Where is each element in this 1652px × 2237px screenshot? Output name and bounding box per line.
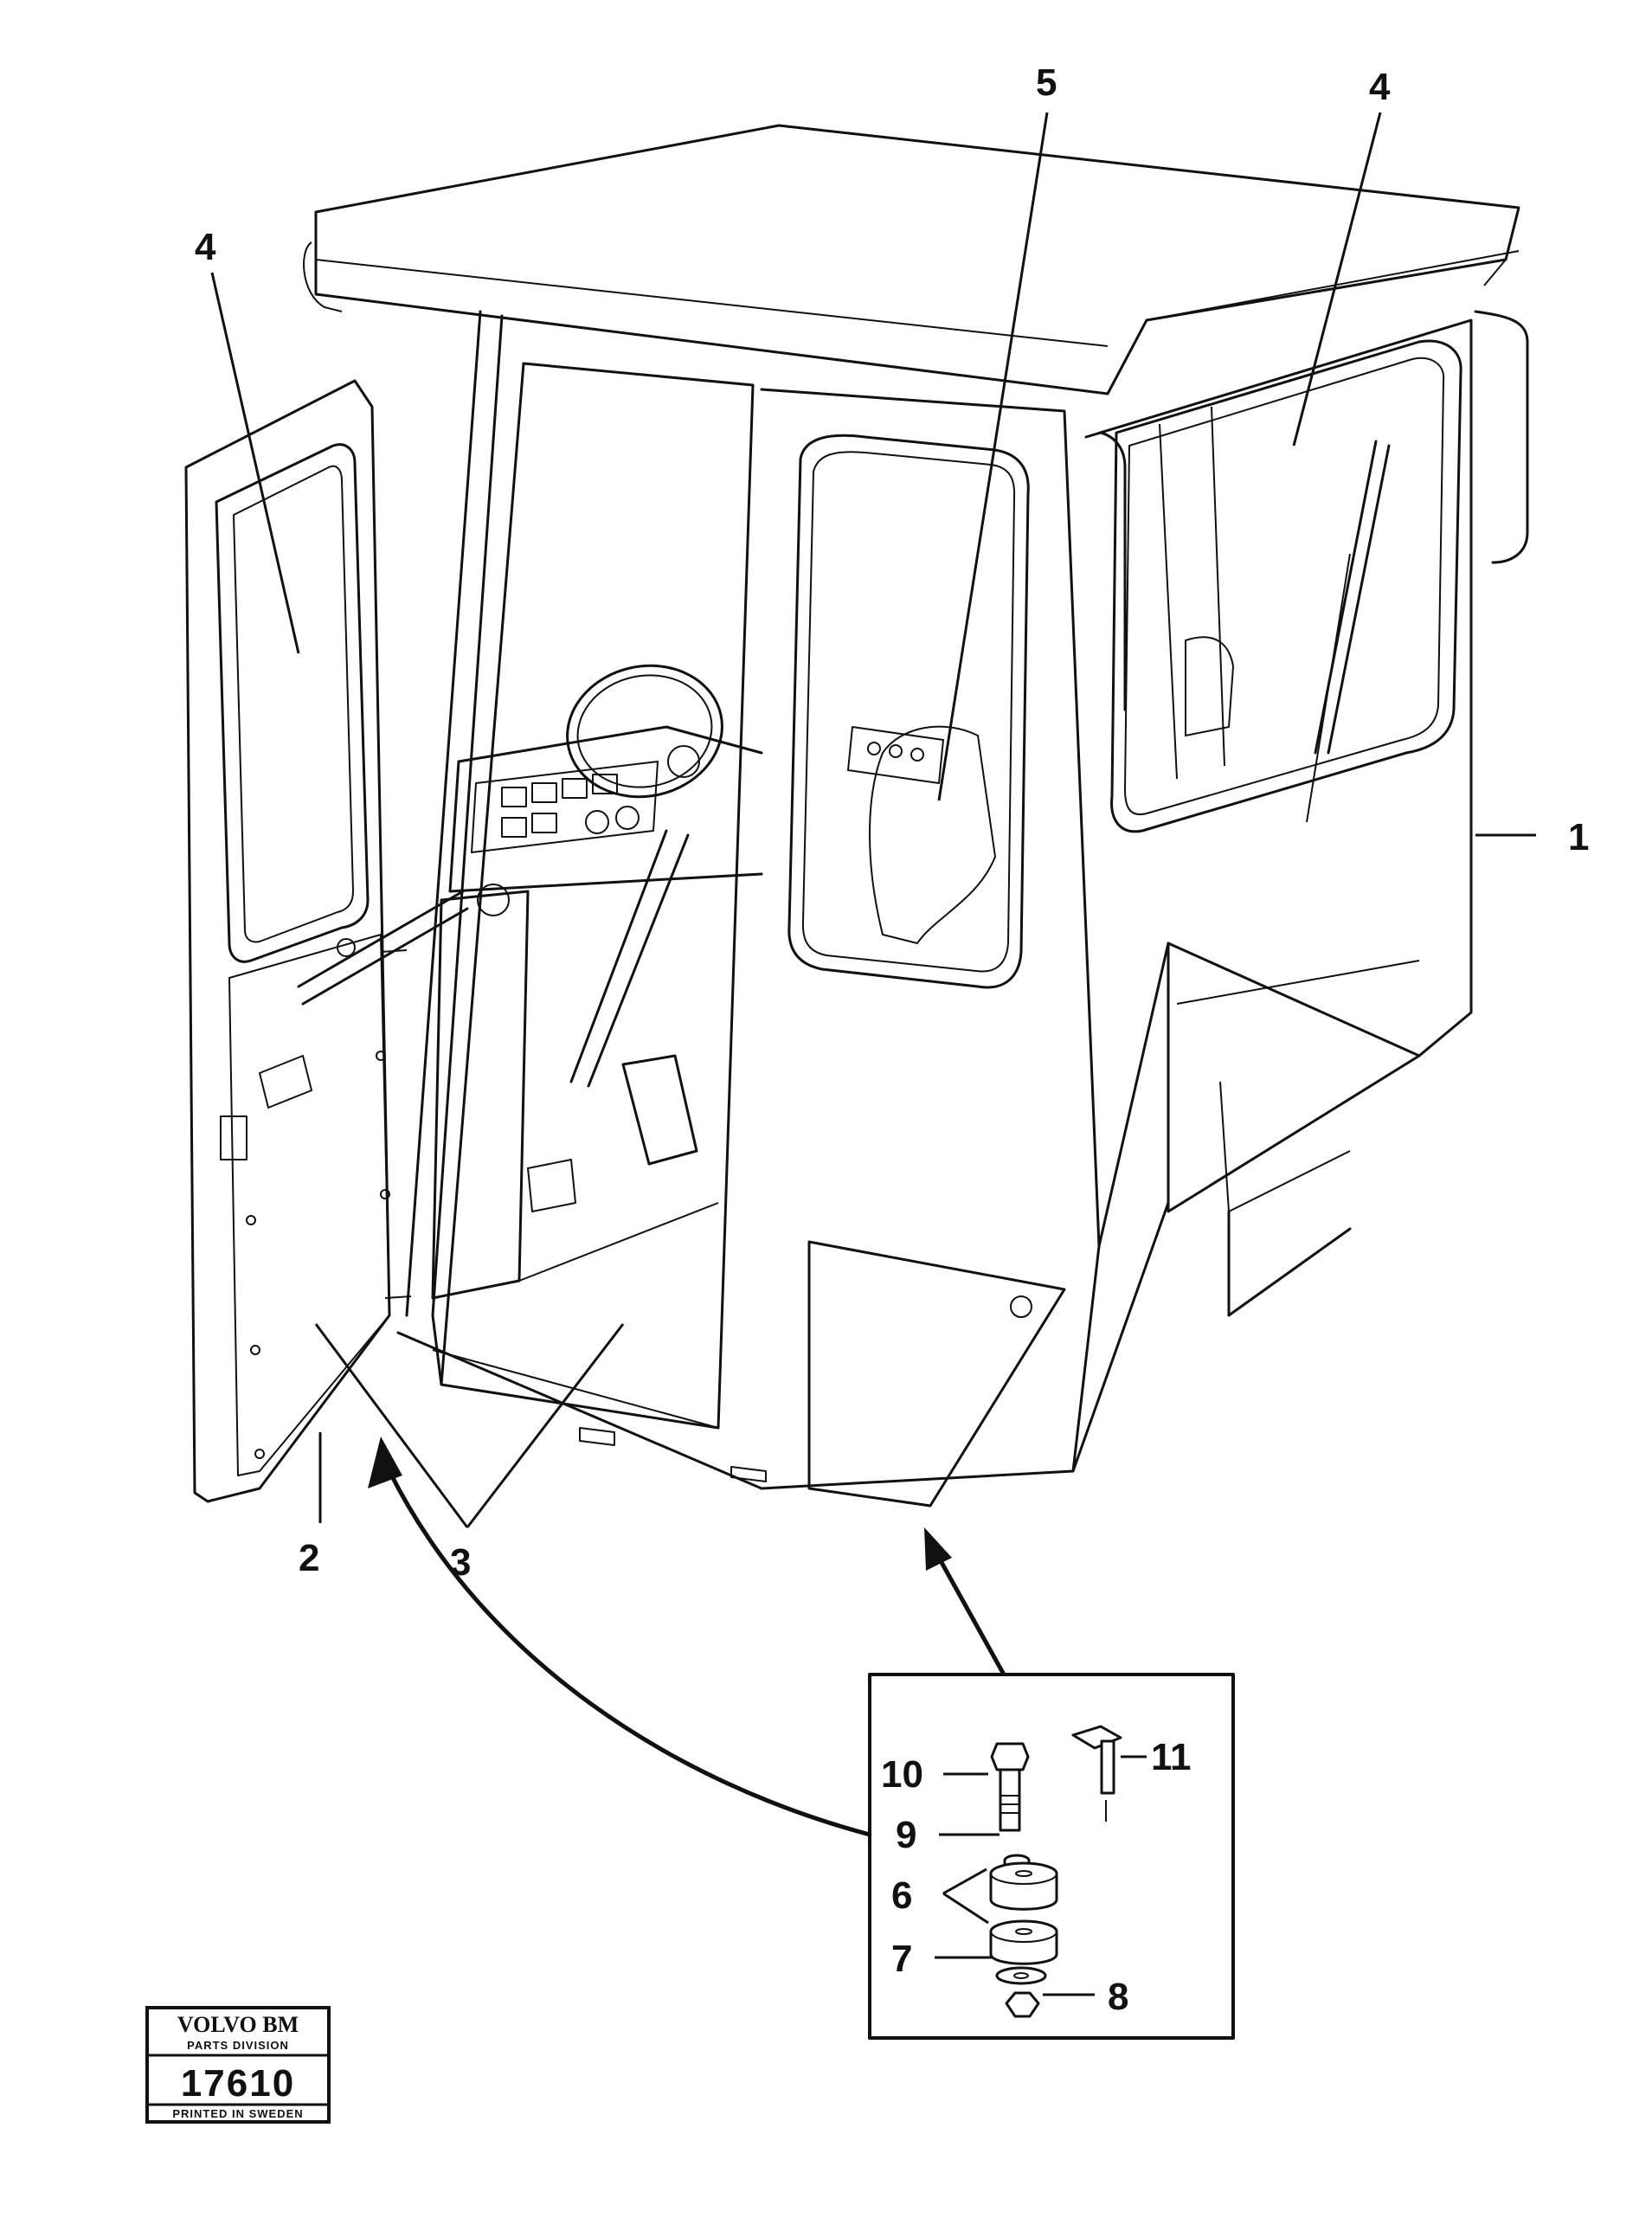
straight-arrow-cab bbox=[936, 1556, 1006, 1676]
callout-1: 1 bbox=[1568, 816, 1589, 858]
curved-arrow-door-head bbox=[368, 1437, 402, 1488]
callout-10: 10 bbox=[881, 1753, 923, 1796]
callout-labels: 4 5 4 1 2 3 10 11 9 6 7 8 bbox=[195, 61, 1589, 2018]
straight-arrow-cab-head bbox=[924, 1527, 952, 1571]
cab-roof bbox=[303, 124, 1520, 395]
washer-part-7 bbox=[995, 1966, 1047, 1985]
stamp-division: PARTS DIVISION bbox=[187, 2039, 289, 2052]
callout-4-left: 4 bbox=[195, 226, 216, 268]
cab-body bbox=[396, 310, 1529, 1507]
leader-4-left bbox=[210, 272, 300, 654]
volvo-bm-stamp: VOLVO BM PARTS DIVISION 17610 PRINTED IN… bbox=[145, 2006, 331, 2124]
callout-3: 3 bbox=[450, 1541, 471, 1584]
leader-6 bbox=[942, 1867, 989, 1925]
callout-9: 9 bbox=[896, 1814, 916, 1856]
curved-arrow-door bbox=[387, 1469, 871, 1837]
callout-4-right: 4 bbox=[1369, 66, 1391, 108]
nut-part-8 bbox=[1005, 1991, 1040, 2018]
rubber-mount-part-6 bbox=[989, 1861, 1058, 1965]
mounting-detail-inset bbox=[868, 1673, 1235, 2040]
callout-2: 2 bbox=[299, 1537, 319, 1579]
callout-5: 5 bbox=[1036, 61, 1057, 104]
leader-4-right bbox=[1292, 112, 1382, 447]
callout-11: 11 bbox=[1151, 1736, 1192, 1778]
stud-plate-part-11 bbox=[1071, 1725, 1122, 1822]
cab-door bbox=[184, 379, 469, 1503]
stamp-brand: VOLVO BM bbox=[177, 2012, 299, 2037]
stamp-printed: PRINTED IN SWEDEN bbox=[172, 2107, 303, 2120]
leader-3 bbox=[314, 1323, 625, 1528]
bolt-part-10 bbox=[990, 1742, 1030, 1832]
leader-5 bbox=[937, 112, 1049, 801]
callout-8: 8 bbox=[1108, 1976, 1128, 2018]
cab-interior bbox=[431, 406, 1391, 1300]
callout-7: 7 bbox=[891, 1938, 912, 1980]
leader-lines bbox=[210, 112, 1536, 1837]
stamp-number: 17610 bbox=[181, 2062, 295, 2105]
callout-6: 6 bbox=[891, 1874, 912, 1917]
